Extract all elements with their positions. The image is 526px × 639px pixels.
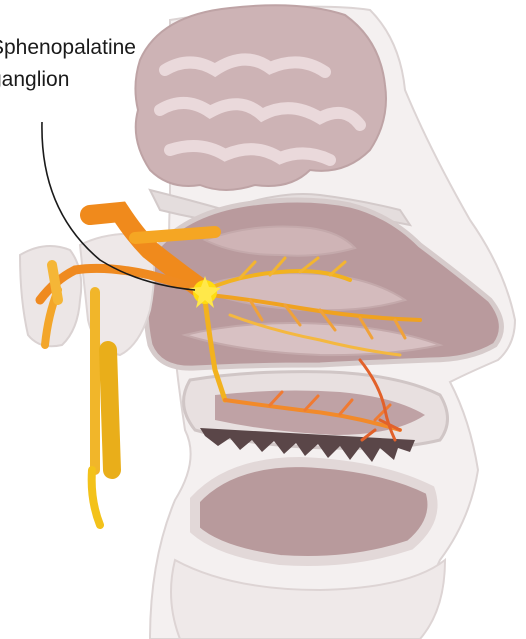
ganglion-label: Sphenopalatine ganglion: [0, 32, 136, 96]
ganglion-label-line2: ganglion: [0, 64, 136, 96]
ganglion-label-line1: Sphenopalatine: [0, 32, 136, 64]
brain-lobe: [135, 5, 386, 190]
tongue: [195, 462, 433, 561]
